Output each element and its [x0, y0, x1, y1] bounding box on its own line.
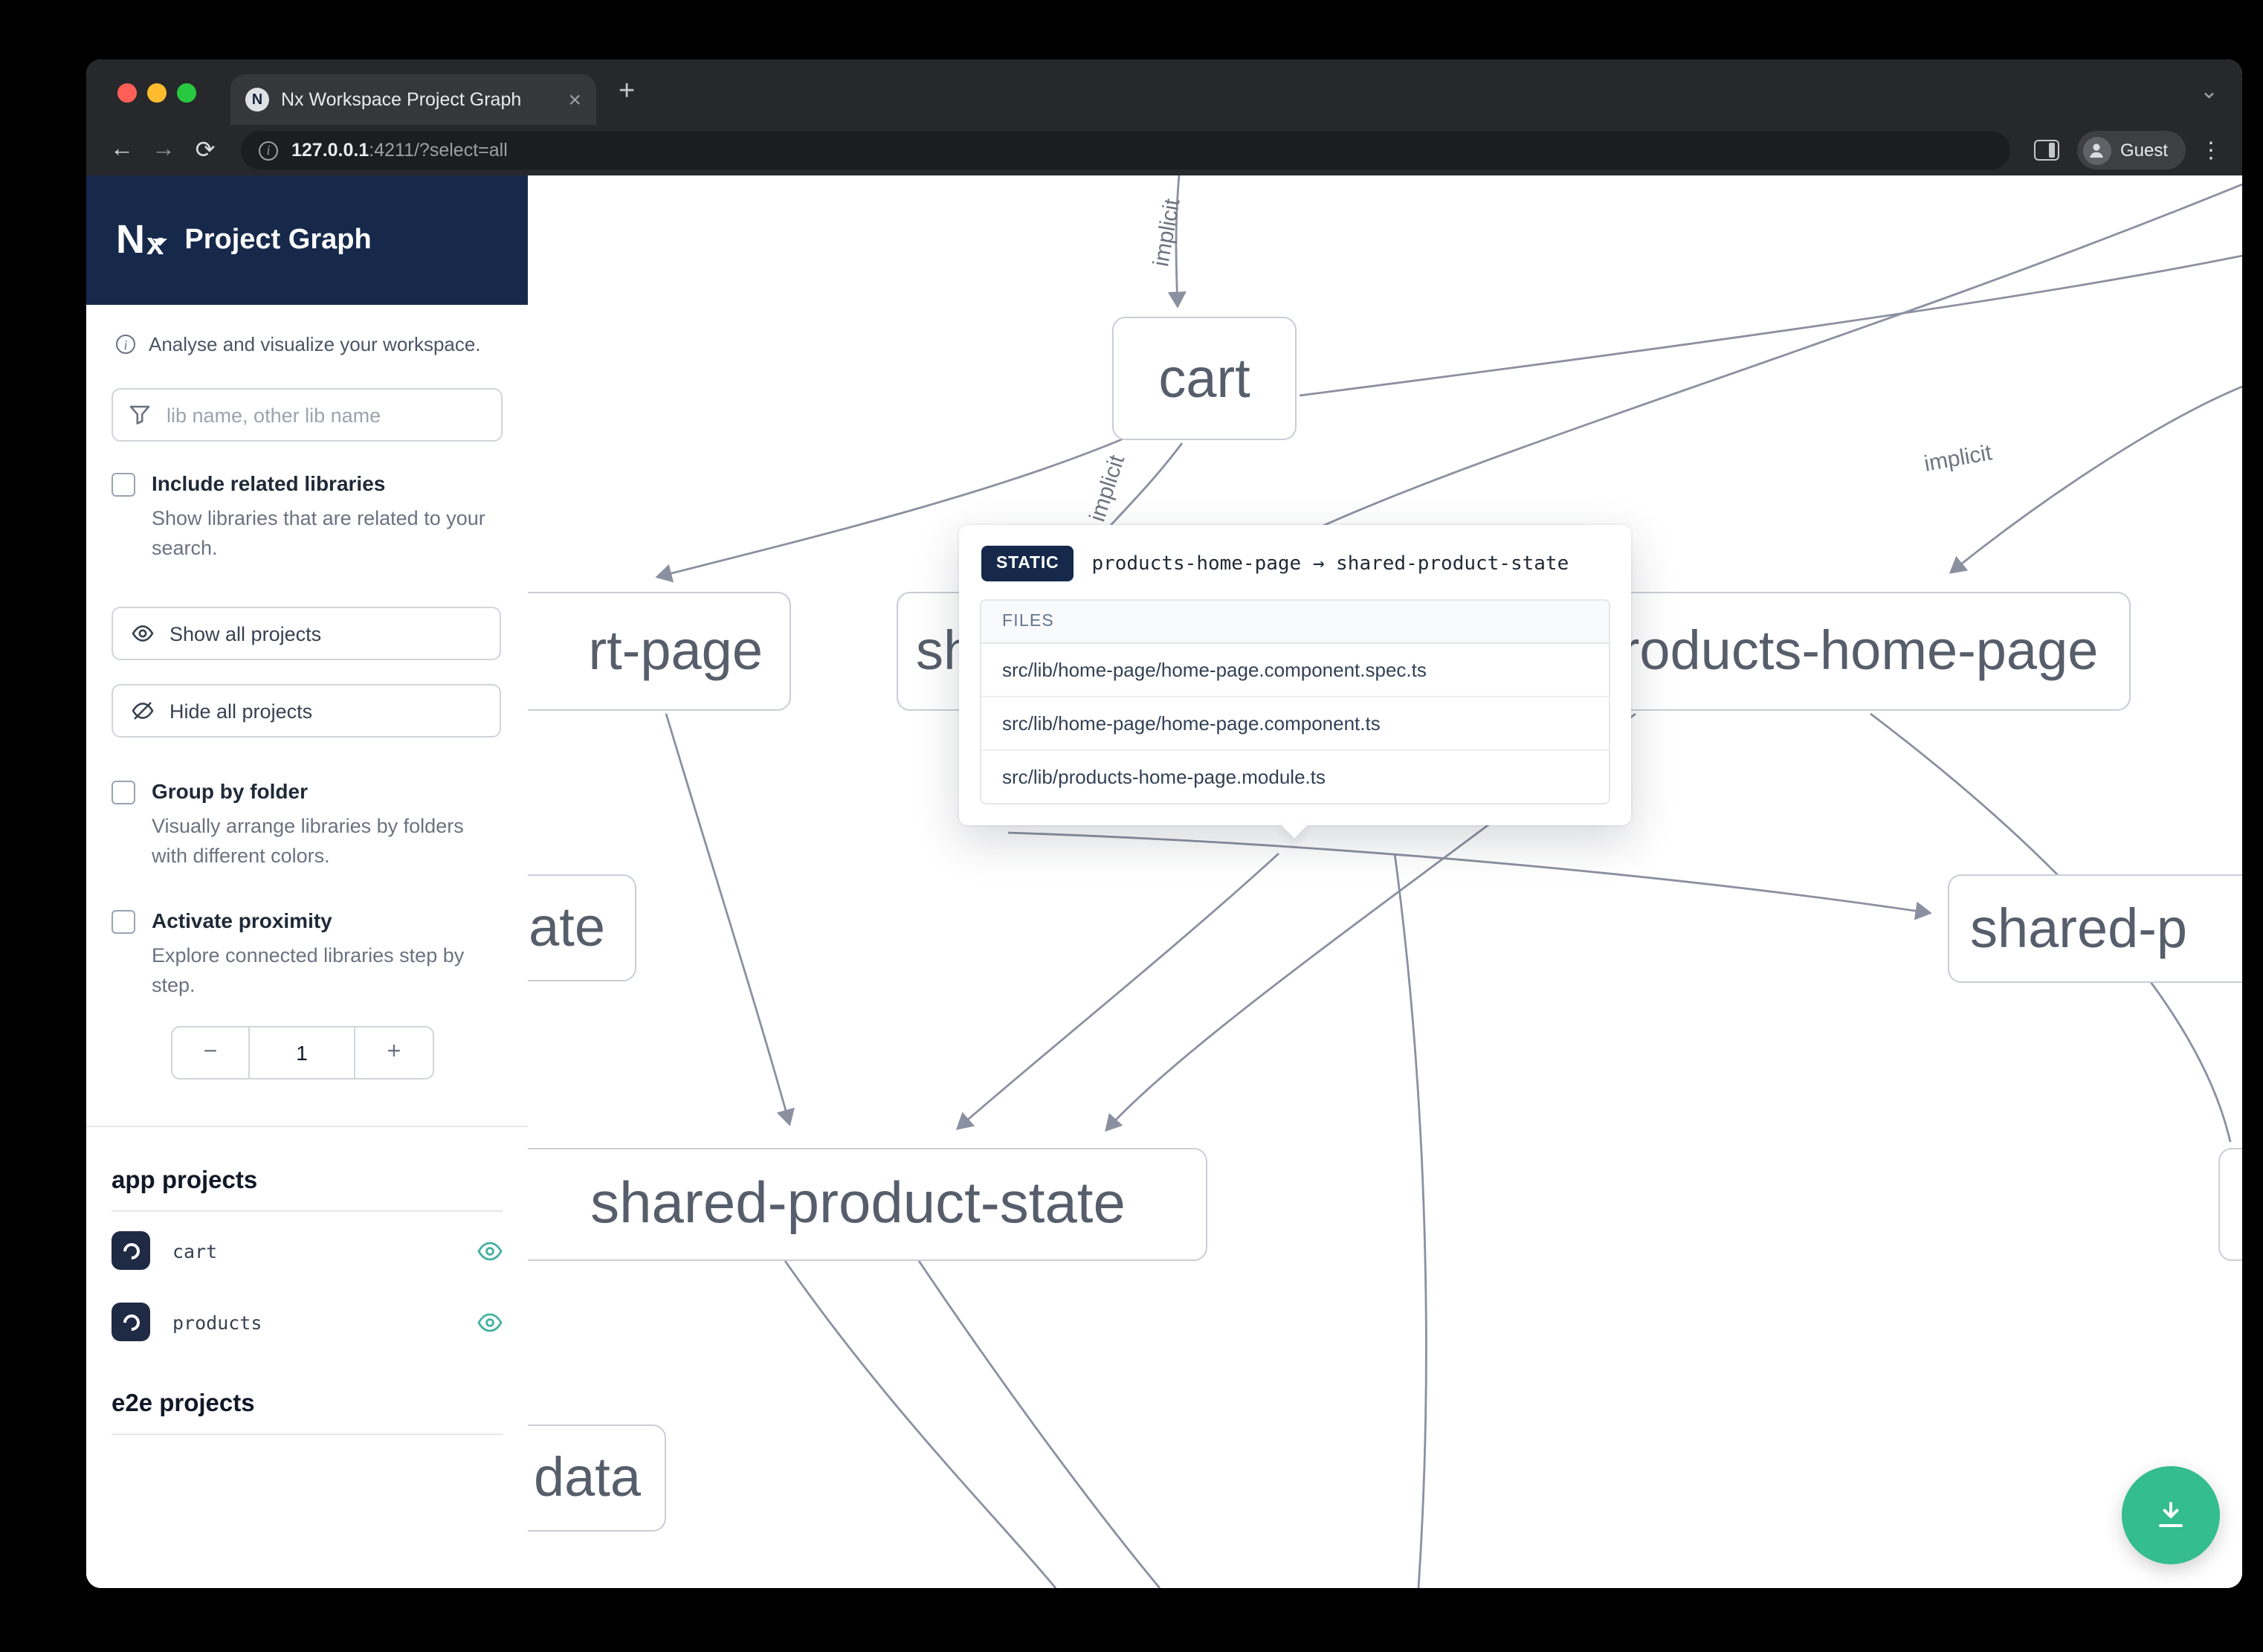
proximity-stepper: − 1 +	[171, 1026, 434, 1080]
include-related-desc: Show libraries that are related to your …	[152, 507, 485, 559]
group-by-folder-row: Group by folder	[86, 738, 528, 805]
project-icon	[112, 1231, 150, 1271]
traffic-light-close-icon[interactable]	[117, 83, 137, 103]
group-by-folder-label: Group by folder	[152, 779, 308, 804]
avatar-icon	[2082, 136, 2111, 164]
graph-node-shared-p[interactable]: shared-p	[1948, 874, 2242, 983]
activate-proximity-label: Activate proximity	[152, 909, 332, 933]
stepper-increment-button[interactable]: +	[387, 1039, 401, 1065]
forward-button[interactable]: →	[152, 137, 175, 162]
reload-button[interactable]: ⟳	[195, 138, 216, 164]
files-panel: FILES src/lib/home-page/home-page.compon…	[980, 599, 1610, 804]
filter-field	[112, 388, 503, 442]
project-row-products[interactable]: products	[86, 1290, 528, 1355]
url-path: :4211/?select=all	[369, 140, 508, 161]
include-related-label: Include related libraries	[152, 471, 386, 495]
group-by-folder-desc: Visually arrange libraries by folders wi…	[152, 815, 464, 867]
profile-label: Guest	[2120, 140, 2168, 161]
graph-node-cart[interactable]: cart	[1112, 317, 1297, 440]
activate-proximity-desc: Explore connected libraries step by step…	[152, 944, 465, 996]
file-path: src/lib/home-page/home-page.component.ts	[981, 697, 1609, 751]
hide-all-projects-button[interactable]: Hide all projects	[112, 684, 501, 738]
browser-tab[interactable]: N Nx Workspace Project Graph ×	[230, 74, 596, 125]
stepper-value: 1	[250, 1027, 355, 1079]
tagline-text: Analyse and visualize your workspace.	[149, 333, 481, 355]
app-title: Project Graph	[184, 224, 372, 255]
url-host: 127.0.0.1	[291, 140, 369, 161]
activate-proximity-row: Activate proximity	[86, 871, 528, 935]
project-visibility-eye-icon[interactable]	[477, 1313, 503, 1332]
project-name: products	[172, 1311, 262, 1334]
tab-close-icon[interactable]: ×	[568, 87, 581, 112]
file-path: src/lib/home-page/home-page.component.sp…	[981, 644, 1609, 697]
group-by-folder-checkbox[interactable]	[112, 781, 135, 805]
info-icon: i	[116, 335, 135, 354]
page-content: implicit implicit implicit cart rt-page …	[86, 175, 2242, 1588]
browser-toolbar: ← → ⟳ i 127.0.0.1:4211/?select=all Guest…	[86, 125, 2242, 175]
tagline-row: i Analyse and visualize your workspace.	[86, 305, 528, 355]
stepper-decrement-button[interactable]: −	[172, 1027, 250, 1079]
tooltip-header: STATIC products-home-page → shared-produ…	[959, 525, 1631, 599]
project-row-cart[interactable]: cart	[86, 1219, 528, 1284]
section-rule	[112, 1433, 503, 1436]
site-info-icon[interactable]: i	[259, 141, 278, 160]
show-all-projects-label: Show all projects	[170, 622, 322, 645]
edge-tooltip: STATIC products-home-page → shared-produ…	[959, 525, 1631, 839]
graph-node-clipped[interactable]	[2218, 1148, 2242, 1261]
url-text: 127.0.0.1:4211/?select=all	[291, 140, 508, 161]
graph-node-shared-product-state[interactable]: shared-product-state	[509, 1148, 1207, 1261]
traffic-light-zoom-icon[interactable]	[177, 83, 196, 103]
tab-search-chevron-icon[interactable]: ⌄	[2199, 79, 2218, 104]
project-visibility-eye-icon[interactable]	[477, 1242, 503, 1261]
sidebar-divider	[86, 1126, 528, 1128]
new-tab-button[interactable]: +	[619, 76, 636, 107]
eye-icon	[132, 625, 154, 642]
download-icon	[2159, 1502, 2183, 1527]
section-rule	[112, 1210, 503, 1213]
files-header: FILES	[981, 601, 1609, 644]
traffic-light-minimize-icon[interactable]	[147, 83, 167, 103]
e2e-projects-heading: e2e projects	[112, 1390, 255, 1418]
include-related-row: Include related libraries	[86, 442, 528, 497]
file-path: src/lib/products-home-page.module.ts	[1002, 766, 1326, 788]
tab-title: Nx Workspace Project Graph	[281, 89, 522, 110]
tab-strip: N Nx Workspace Project Graph × + ⌄	[86, 59, 2242, 125]
show-all-projects-button[interactable]: Show all projects	[112, 607, 501, 661]
back-button[interactable]: ←	[110, 137, 134, 162]
address-bar[interactable]: i 127.0.0.1:4211/?select=all	[241, 131, 2010, 170]
app-projects-heading: app projects	[112, 1167, 258, 1195]
project-name: cart	[172, 1239, 218, 1262]
download-graph-button[interactable]	[2122, 1466, 2220, 1564]
browser-menu-kebab-icon[interactable]: ⋮	[2200, 138, 2222, 164]
include-related-checkbox[interactable]	[112, 473, 135, 497]
profile-chip[interactable]: Guest	[2076, 131, 2186, 170]
hide-all-projects-label: Hide all projects	[170, 700, 313, 723]
side-panel-toggle-icon[interactable]	[2033, 140, 2059, 161]
eye-off-icon	[132, 702, 154, 720]
project-icon	[112, 1303, 150, 1342]
static-badge: STATIC	[981, 546, 1074, 581]
activate-proximity-checkbox[interactable]	[112, 910, 135, 935]
funnel-icon	[129, 405, 150, 425]
graph-node-products-home-page[interactable]: products-home-page	[1558, 592, 2131, 711]
tab-favicon-icon: N	[245, 88, 269, 112]
browser-window: N Nx Workspace Project Graph × + ⌄ ← → ⟳…	[86, 59, 2242, 1588]
search-input[interactable]	[164, 402, 485, 427]
edge-relation-text: products-home-page → shared-product-stat…	[1091, 552, 1569, 575]
